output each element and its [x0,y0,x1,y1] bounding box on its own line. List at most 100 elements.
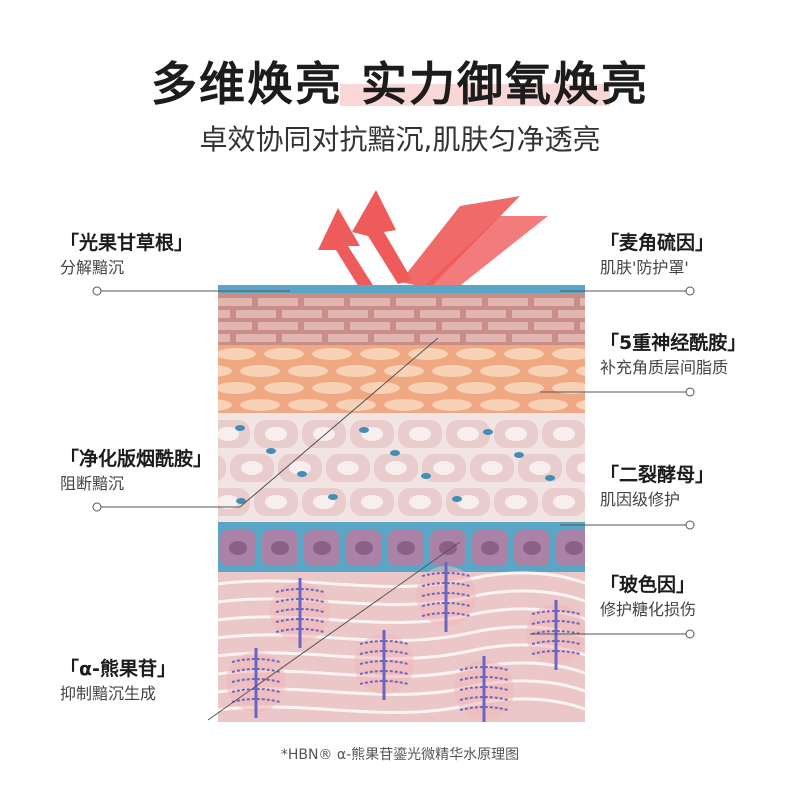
cell-nucleus [218,495,239,509]
fat-cell [312,382,352,394]
fat-cell [528,399,568,411]
cell-nucleus [481,461,503,475]
corneum-brick [236,310,276,318]
ingredient-ceramide: 「5重神经酰胺」 补充角质层间脂质 [600,332,747,377]
corneum-brick [350,322,390,330]
corneum-brick [218,322,252,330]
ingredient-proxylane: 「玻色因」 修护糖化损伤 [600,574,697,619]
corneum-brick [442,322,482,330]
corneum-brick [558,310,585,318]
melanin-granule [545,475,555,481]
cell-nucleus [529,461,551,475]
fat-cell [480,365,520,377]
melanin-granule [514,452,524,458]
title-highlight [340,84,610,106]
corneum-brick [218,298,252,306]
corneum-brick [512,310,552,318]
corneum-brick [580,322,585,330]
cell-nucleus [505,427,527,441]
melanin-granule [328,494,338,500]
fat-cell [312,348,352,360]
corneum-brick [420,310,460,318]
uv-ray-arrows [318,190,548,292]
cell-nucleus [457,495,479,509]
corneum-brick [218,310,230,318]
fat-cell [264,382,304,394]
corneum-brick [328,334,368,342]
fat-cell [240,399,280,411]
melanin-granule [421,473,431,479]
collagen-fiber [218,697,585,714]
corneum-brick [374,334,414,342]
page-subtitle: 卓效协同对抗黯沉,肌肤匀净透亮 [199,123,601,156]
skin-surface-layer [218,285,585,293]
corneum-brick [558,334,585,342]
cell-nucleus [361,495,383,509]
ray-2 [420,216,548,292]
fat-cell [384,399,424,411]
corneum-brick [580,298,585,306]
corneum-brick [374,310,414,318]
cell-nucleus [289,461,311,475]
fat-cell [504,382,544,394]
epidermal-cell [566,454,585,482]
melanin-granule [359,427,369,433]
fat-cell [288,365,328,377]
cell-nucleus [265,427,287,441]
cell-nucleus [337,461,359,475]
melanin-granule [297,471,307,477]
arrow-1 [318,208,376,292]
basal-nucleus [313,541,331,555]
fat-cell [456,382,496,394]
fat-cell [336,399,376,411]
fat-cell [408,348,448,360]
cell-nucleus [433,461,455,475]
fat-cell [552,348,585,360]
fat-cell [504,348,544,360]
footer-caption: *HBN® α-熊果苷鎏光微精华水原理图 [280,747,520,763]
cell-nucleus [601,427,623,441]
fat-cell [264,348,304,360]
cell-nucleus [409,495,431,509]
corneum-brick [534,322,574,330]
ingredient-licorice: 「光果甘草根」 分解黯沉 [60,232,194,277]
corneum-brick [350,298,390,306]
basal-nucleus [439,541,457,555]
corneum-brick [420,334,460,342]
cell-nucleus [553,427,575,441]
brick-layer [218,298,585,342]
corneum-brick [282,310,322,318]
fat-cell [384,365,424,377]
basal-nucleus [565,541,583,555]
corneum-brick [218,334,230,342]
fat-cell [288,399,328,411]
page-title: 多维焕亮 实力御氧焕亮 [150,57,649,111]
fat-cell [218,348,256,360]
cell-nucleus [505,495,527,509]
epidermal-cell [218,454,226,482]
basal-nucleus [355,541,373,555]
melanin-granule [235,425,245,431]
fat-cell [218,365,232,377]
fat-cell [480,399,520,411]
basal-nucleus [481,541,499,555]
connector-dots [92,286,695,639]
melanin-granule [266,448,276,454]
ingredient-ergothioneine: 「麦角硫因」 肌肤'防护罩' [600,232,715,277]
fat-cell [240,365,280,377]
cell-nucleus [265,495,287,509]
corneum-brick [442,298,482,306]
fat-cell [218,382,256,394]
corneum-brick [488,322,528,330]
ingredient-niacinamide: 「净化版烟酰胺」 阻断黯沉 [60,448,213,493]
fat-cell [336,365,376,377]
connector-lines [97,290,690,721]
melanin-granule [452,496,462,502]
fat-cell [432,399,472,411]
epidermal-cell [590,420,634,448]
cell-nucleus [409,427,431,441]
melanin-granule [236,498,246,504]
cell-nucleus [218,427,239,441]
corneum-brick [328,310,368,318]
collagen-fiber [218,643,585,660]
